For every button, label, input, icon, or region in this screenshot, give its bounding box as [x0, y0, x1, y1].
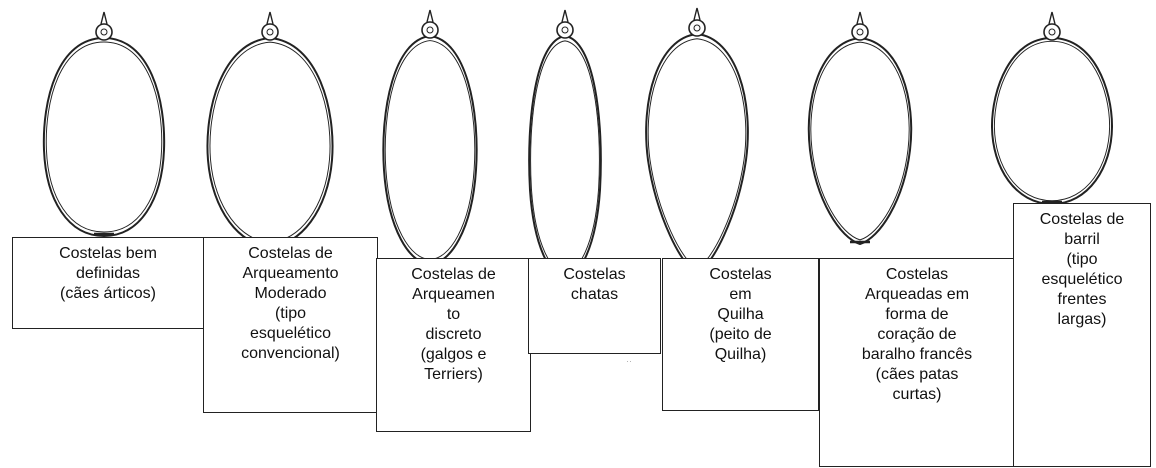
- spinous-process: [1048, 11, 1056, 25]
- rib-inner-line: [993, 40, 1111, 202]
- ribcage-barrel: [990, 11, 1114, 206]
- ribcage-heart: [807, 11, 913, 246]
- vertebra: [95, 23, 113, 41]
- ribcage-keel: [645, 7, 749, 274]
- ribcage-flat: [528, 9, 602, 280]
- vertebral-canal: [856, 28, 864, 36]
- rib-outline: [645, 32, 749, 274]
- ribcage-oval: [42, 11, 166, 238]
- stray-mark: ··: [626, 356, 632, 366]
- spinous-process: [693, 7, 701, 21]
- vertebra: [1043, 23, 1061, 41]
- rib-outline: [807, 36, 913, 246]
- label-barrel: Costelas de barril (tipo esquelético fre…: [1013, 203, 1151, 467]
- vertebra: [421, 21, 439, 39]
- rib-inner-line: [45, 41, 163, 233]
- ribcage-discreet-arch: [382, 9, 478, 266]
- rib-inner-line: [209, 41, 331, 243]
- rib-outline: [42, 36, 166, 238]
- vertebra: [556, 21, 574, 39]
- rib-inner-line: [384, 40, 476, 260]
- rib-inner-line: [530, 40, 600, 274]
- label-well-defined: Costelas bem definidas (cães árticos): [12, 237, 204, 329]
- label-moderate-arch: Costelas de Arqueamento Moderado (tipo e…: [203, 237, 378, 413]
- label-heart-shaped: Costelas Arqueadas em forma de coração d…: [819, 258, 1015, 467]
- rib-outline: [990, 36, 1114, 206]
- vertebral-canal: [561, 26, 569, 34]
- label-flat: Costelas chatas: [528, 258, 661, 354]
- vertebra: [851, 23, 869, 41]
- vertebra: [261, 23, 279, 41]
- vertebral-canal: [100, 28, 108, 36]
- rib-inner-line: [647, 38, 747, 268]
- ribcage-moderate-arch: [206, 11, 334, 248]
- spinous-process: [561, 9, 569, 23]
- spinous-process: [426, 9, 434, 23]
- rib-outline: [382, 34, 478, 266]
- label-keel: Costelas em Quilha (peito de Quilha): [662, 258, 819, 411]
- spinous-process: [100, 11, 108, 25]
- vertebral-canal: [426, 26, 434, 34]
- vertebral-canal: [693, 24, 701, 32]
- vertebra: [688, 19, 706, 37]
- label-discreet-arch: Costelas de Arqueamen to discreto (galgo…: [376, 258, 531, 432]
- vertebral-canal: [1048, 28, 1056, 36]
- rib-inner-line: [810, 41, 910, 241]
- spinous-process: [856, 11, 864, 25]
- rib-outline: [528, 34, 602, 280]
- vertebral-canal: [266, 28, 274, 36]
- spinous-process: [266, 11, 274, 25]
- rib-outline: [206, 36, 334, 248]
